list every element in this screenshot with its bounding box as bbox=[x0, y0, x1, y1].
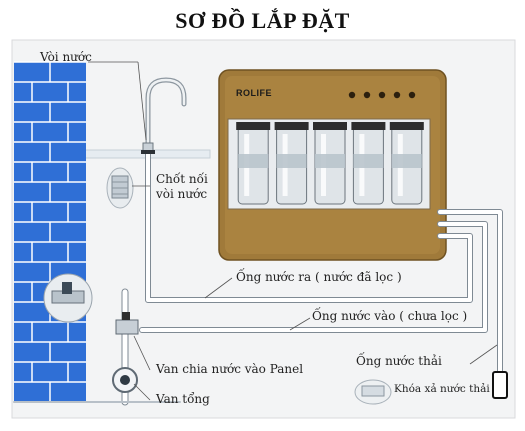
pipes bbox=[13, 149, 503, 406]
brand-logo: ROLIFE bbox=[236, 88, 272, 98]
filter-cabinet bbox=[218, 69, 447, 261]
leader-lines bbox=[88, 61, 498, 401]
filter-cartridge-icon bbox=[274, 122, 309, 205]
faucet-label: Vòi nước bbox=[40, 50, 92, 64]
control-buttons bbox=[348, 91, 416, 99]
main-valve-icon bbox=[112, 367, 138, 393]
filter-cartridge-icon bbox=[313, 122, 347, 205]
filter-cartridges bbox=[236, 122, 424, 205]
filter-cartridge-icon bbox=[351, 122, 386, 205]
panel-valve-label: Van chia nước vào Panel bbox=[156, 362, 304, 376]
drain-saddle-icon bbox=[354, 371, 508, 405]
filter-cartridge-icon bbox=[236, 122, 271, 205]
outlet-pipe-label: Ống nước ra ( nước đã lọc ) bbox=[236, 270, 402, 284]
faucet-icon bbox=[141, 77, 187, 154]
faucet-connector-label-1: Chốt nối bbox=[156, 172, 208, 186]
drain-valve-label: Khóa xả nước thải bbox=[394, 383, 490, 395]
sink-counter bbox=[69, 149, 211, 159]
waste-pipe-label: Ống nước thải bbox=[356, 354, 442, 368]
faucet-connector-label-2: vòi nước bbox=[156, 187, 208, 201]
page-title: SƠ ĐỒ LẮP ĐẶT bbox=[175, 8, 350, 33]
filter-cartridge-icon bbox=[389, 122, 424, 205]
tile-wall bbox=[14, 61, 86, 402]
valve-icon bbox=[43, 273, 139, 335]
inlet-pipe-label: Ống nước vào ( chưa lọc ) bbox=[312, 309, 468, 323]
fitting-icon bbox=[106, 167, 134, 209]
main-valve-label: Van tổng bbox=[156, 392, 210, 406]
